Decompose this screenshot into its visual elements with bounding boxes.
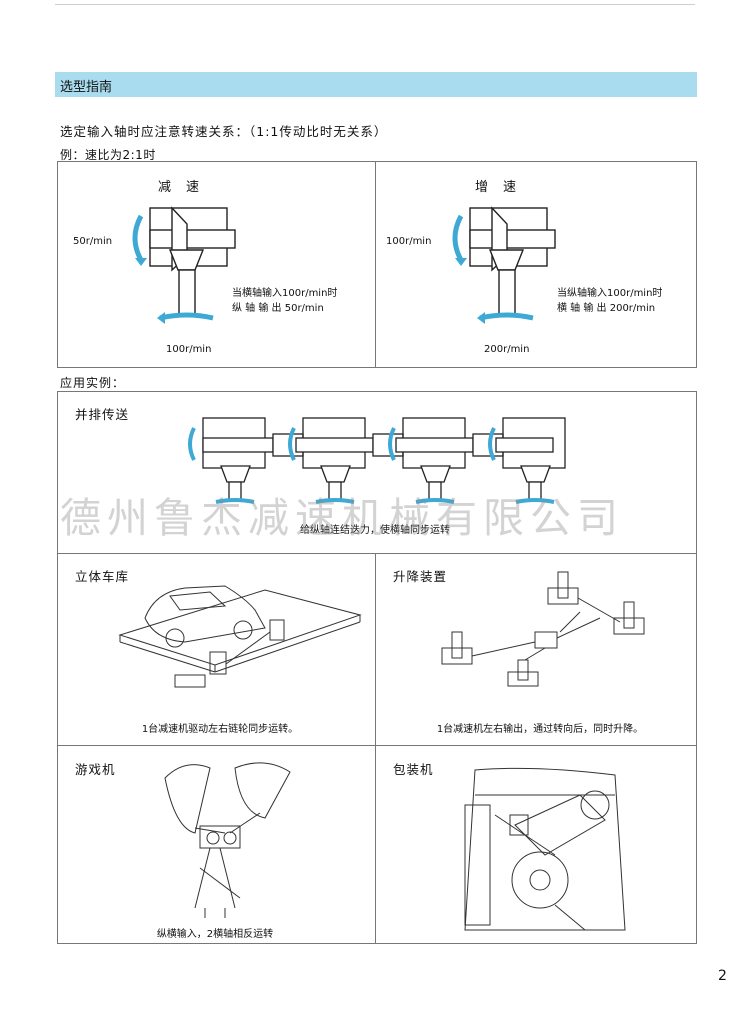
increase-input-speed: 100r/min (386, 236, 432, 247)
company-watermark: 德州鲁杰减速机械有限公司 (60, 494, 624, 542)
packaging-title: 包装机 (393, 762, 434, 777)
increase-note-line2: 横 轴 输 出 200r/min (557, 303, 656, 314)
example-label: 例：速比为2:1时 (60, 148, 156, 162)
packaging-machine-illustration (464, 767, 626, 931)
reduction-note-line2: 纵 轴 输 出 50r/min (232, 303, 324, 314)
speed-ratio-divider (375, 161, 376, 368)
garage-title: 立体车库 (75, 569, 130, 584)
intro-text: 选定输入轴时应注意转速关系：（1:1传动比时无关系） (60, 124, 388, 139)
increase-title: 增 速 (475, 180, 518, 195)
lifting-title: 升降装置 (393, 569, 448, 584)
applications-panel (57, 391, 697, 944)
applications-row-divider-1 (57, 553, 697, 554)
section-title: 选型指南 (60, 80, 113, 95)
amusement-caption: 纵横输入，2横轴相反运转 (156, 929, 274, 940)
section-header-bar (55, 72, 697, 97)
amusement-machine-illustration (164, 762, 291, 918)
parallel-gearboxes-diagram (188, 417, 566, 504)
amusement-title: 游戏机 (75, 762, 116, 777)
page-number: 2 (718, 968, 727, 984)
applications-row-divider-2 (57, 745, 697, 746)
garage-caption: 1台减速机驱动左右链轮同步运转。 (141, 724, 299, 735)
garage-illustration (118, 585, 362, 688)
speed-ratio-panel (57, 161, 697, 368)
reduction-input-speed: 50r/min (73, 236, 113, 247)
lifting-caption: 1台减速机左右输出，通过转向后，同时升降。 (436, 724, 644, 735)
reduction-gearbox-diagram (132, 206, 236, 324)
reduction-output-speed: 100r/min (166, 344, 212, 355)
increase-note-line1: 当纵轴输入100r/min时 (557, 288, 663, 299)
parallel-title: 并排传送 (75, 407, 130, 422)
reduction-title: 减 速 (158, 180, 201, 195)
top-rule (55, 4, 695, 5)
parallel-caption: 给纵轴连结迭力，使横轴同步运转 (300, 525, 450, 536)
increase-output-speed: 200r/min (484, 344, 530, 355)
lifting-device-illustration (441, 571, 645, 687)
reduction-note-line1: 当横轴输入100r/min时 (232, 288, 338, 299)
applications-title: 应用实例： (60, 376, 126, 390)
increase-gearbox-diagram (452, 206, 556, 324)
applications-col-divider (375, 553, 376, 944)
